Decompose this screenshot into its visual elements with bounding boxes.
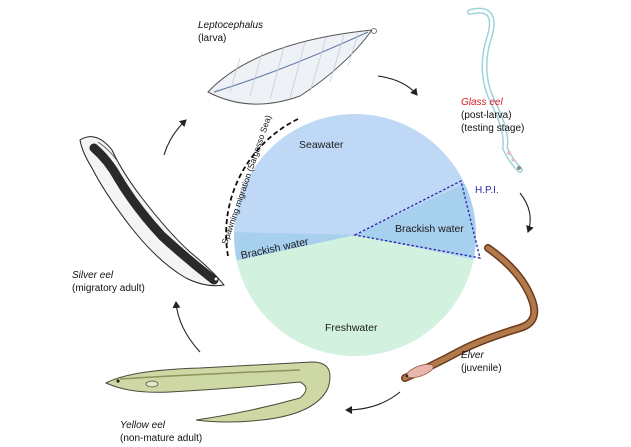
freshwater-sector (234, 235, 476, 356)
hpi-boundary (352, 179, 481, 259)
spawning-migration-arc (225, 118, 299, 257)
arrow-larva-to-glass (377, 75, 418, 96)
arrow-silver-to-larva (163, 119, 187, 156)
cycle-arrows (163, 75, 534, 414)
silver-eel-desc: (migratory adult) (72, 283, 145, 294)
elver-desc: (juvenile) (461, 363, 502, 374)
freshwater-label: Freshwater (325, 322, 378, 334)
yellow-eel-illustration (104, 361, 331, 423)
glass-eel-desc1: (post-larva) (461, 110, 512, 121)
seawater-label: Seawater (299, 139, 344, 151)
leptocephalus-desc: (larva) (198, 33, 227, 44)
silver-eel-name: Silver eel (72, 270, 114, 281)
habitat-pie (234, 114, 476, 356)
yellow-eel-name: Yellow eel (120, 420, 166, 431)
glass-eel-desc2: (testing stage) (461, 123, 525, 134)
leptocephalus-name: Leptocephalus (198, 20, 264, 31)
glass-eel-name: Glass eel (461, 97, 503, 108)
elver-illustration (401, 244, 539, 382)
arrow-glass-to-elver (519, 192, 534, 233)
arrow-yellow-to-silver (172, 301, 201, 353)
brackish-right-label: Brackish water (395, 223, 464, 235)
brackish-left-sector (234, 232, 355, 262)
silver-eel-illustration (79, 136, 225, 287)
hpi-label: H.P.I. (475, 185, 499, 196)
brackish-right-sector (355, 181, 476, 258)
glass-eel-illustration (467, 7, 523, 173)
leptocephalus-illustration (207, 28, 377, 105)
yellow-eel-desc: (non-mature adult) (120, 433, 203, 444)
arrow-elver-to-yellow (345, 391, 401, 414)
elver-name: Elver (461, 350, 484, 361)
